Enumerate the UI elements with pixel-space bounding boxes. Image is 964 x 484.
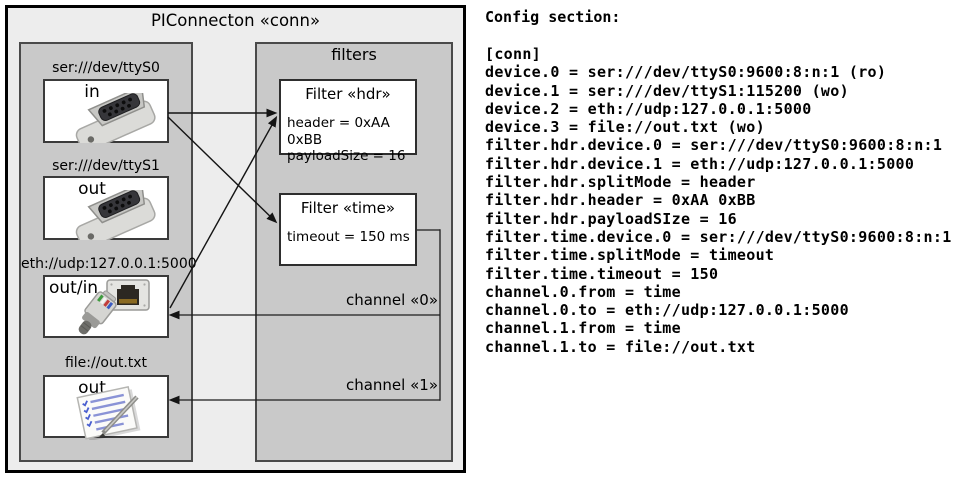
config-line: filter.time.device.0 = ser:///dev/ttyS0:…	[485, 227, 952, 246]
channel-1-label: channel «1»	[345, 376, 438, 394]
config-line: device.1 = ser:///dev/ttyS1:115200 (wo)	[485, 81, 849, 100]
config-line: filter.hdr.payloadSIze = 16	[485, 209, 737, 228]
filters-group-label: filters	[331, 45, 377, 64]
filters-group: filters Filter «hdr» header = 0xAA 0xBB …	[255, 42, 453, 462]
channel-0-label: channel «0»	[345, 291, 438, 309]
filter-time-title: Filter «time»	[300, 199, 396, 217]
device-0-box: in	[43, 79, 169, 143]
device-1-port-label: out	[78, 179, 106, 199]
device-1-url-label: ser:///dev/ttyS1	[52, 158, 160, 174]
config-line: filter.hdr.header = 0xAA 0xBB	[485, 191, 756, 210]
device-2-url-label: eth://udp:127.0.0.1:5000	[21, 256, 197, 272]
piconnecton-diagram: PIConnecton «conn» ser:///dev/ttyS0 in	[5, 5, 466, 473]
config-line: channel.1.to = file://out.txt	[485, 337, 756, 356]
config-line: filter.time.timeout = 150	[485, 264, 719, 283]
filter-hdr-title: Filter «hdr»	[305, 85, 391, 103]
config-line: filter.hdr.splitMode = header	[485, 173, 756, 192]
config-line: channel.1.from = time	[485, 319, 681, 338]
ethernet-plug-icon	[78, 290, 117, 335]
diagram-title: PIConnecton «conn»	[150, 11, 321, 30]
notepad-icon	[76, 385, 141, 440]
config-line: device.3 = file://out.txt (wo)	[485, 118, 765, 137]
config-line: channel.0.to = eth://udp:127.0.0.1:5000	[485, 301, 849, 320]
device-2-box: out/in	[43, 275, 169, 338]
config-line: device.0 = ser:///dev/ttyS0:9600:8:n:1 (…	[485, 63, 887, 82]
device-0-url-label: ser:///dev/ttyS0	[52, 60, 160, 76]
config-line: filter.time.splitMode = timeout	[485, 246, 775, 265]
serial-connector-icon	[75, 190, 156, 240]
device-0-port-label: in	[84, 82, 100, 102]
device-3-url-label: file://out.txt	[64, 355, 148, 371]
filter-hdr-box: Filter «hdr» header = 0xAA 0xBB payloadS…	[279, 79, 417, 164]
devices-group: ser:///dev/ttyS0 in ser	[19, 42, 197, 462]
filter-time-attr-timeout: timeout = 150 ms	[287, 229, 410, 245]
pen-icon	[99, 395, 139, 437]
filter-hdr-attr-payloadsize: payloadSize = 16	[287, 148, 406, 164]
device-3-box: out	[43, 375, 169, 440]
serial-connector-icon	[75, 93, 156, 143]
config-line: device.2 = eth://udp:127.0.0.1:5000	[485, 99, 812, 118]
config-line: channel.0.from = time	[485, 282, 681, 301]
device-1-box: out	[43, 176, 169, 240]
device-2-port-label: out/in	[49, 278, 99, 298]
config-line: filter.hdr.device.0 = ser:///dev/ttyS0:9…	[485, 136, 943, 155]
config-heading: Config section:	[485, 8, 621, 26]
config-line: filter.hdr.device.1 = eth://udp:127.0.0.…	[485, 154, 915, 173]
filter-time-box: Filter «time» timeout = 150 ms	[279, 193, 417, 266]
config-section: Config section: [conn] device.0 = ser://…	[485, 0, 963, 356]
filter-hdr-attr-header: header = 0xAA 0xBB	[287, 115, 390, 148]
config-line: [conn]	[485, 45, 541, 63]
